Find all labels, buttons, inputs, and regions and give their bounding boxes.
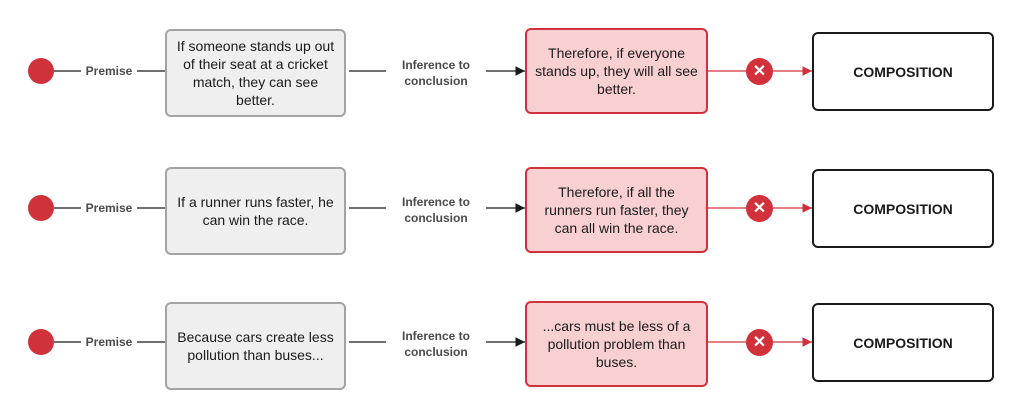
start-node xyxy=(28,58,54,84)
premise-box: Because cars create less pollution than … xyxy=(165,302,346,390)
premise-label: Premise xyxy=(81,63,137,79)
premise-box: If a runner runs faster, he can win the … xyxy=(165,167,346,255)
conclusion-box: Therefore, if everyone stands up, they w… xyxy=(525,28,708,114)
result-box: COMPOSITION xyxy=(812,32,994,111)
start-node xyxy=(28,195,54,221)
premise-box: If someone stands up out of their seat a… xyxy=(165,29,346,117)
result-box: COMPOSITION xyxy=(812,303,994,382)
inference-label: Inference to conclusion xyxy=(386,194,486,226)
inference-label: Inference to conclusion xyxy=(386,328,486,360)
conclusion-box: ...cars must be less of a pollution prob… xyxy=(525,301,708,387)
premise-label: Premise xyxy=(81,334,137,350)
x-icon: ✕ xyxy=(746,329,773,356)
inference-label: Inference to conclusion xyxy=(386,57,486,89)
result-box: COMPOSITION xyxy=(812,169,994,248)
x-icon: ✕ xyxy=(746,195,773,222)
conclusion-box: Therefore, if all the runners run faster… xyxy=(525,167,708,253)
premise-label: Premise xyxy=(81,200,137,216)
start-node xyxy=(28,329,54,355)
x-icon: ✕ xyxy=(746,58,773,85)
